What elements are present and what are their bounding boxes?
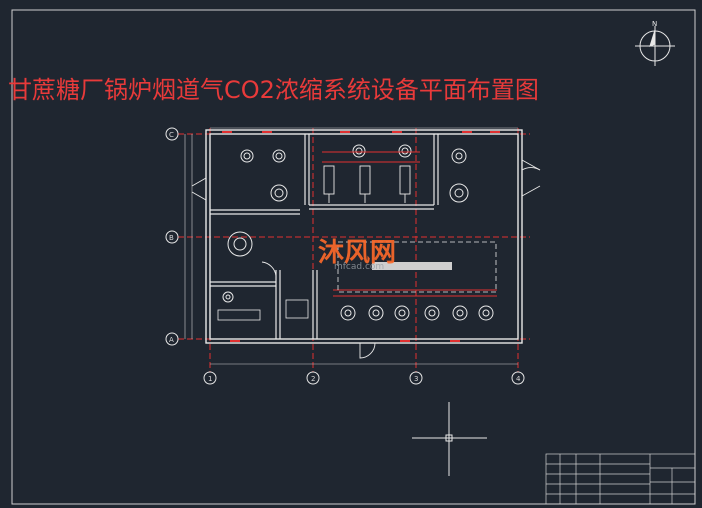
axis-label-2: 2 bbox=[311, 375, 315, 383]
exterior-walls bbox=[205, 129, 523, 344]
watermark-logo-text: 沐风网 bbox=[318, 238, 397, 268]
compass-north-label: N bbox=[652, 20, 657, 28]
drawing-title: 甘蔗糖厂锅炉烟道气CO2浓缩系统设备平面布置图 bbox=[8, 76, 539, 104]
row-axis-bubbles bbox=[165, 127, 179, 346]
interior-walls bbox=[210, 134, 439, 339]
watermark-url: mfcad.com bbox=[334, 262, 385, 272]
dimension-lines bbox=[184, 127, 518, 365]
axis-label-a: A bbox=[169, 336, 174, 344]
equipment-tanks bbox=[222, 144, 469, 303]
doors bbox=[191, 159, 541, 359]
process-pipes bbox=[322, 151, 497, 297]
axis-label-3: 3 bbox=[414, 375, 418, 383]
drawing-frame bbox=[11, 9, 696, 505]
storage-tank-label-box bbox=[372, 262, 452, 270]
axis-label-4: 4 bbox=[516, 375, 521, 383]
room-fixtures bbox=[217, 299, 309, 321]
ucs-crosshair bbox=[412, 402, 487, 476]
axis-label-b: B bbox=[169, 234, 174, 242]
axis-label-1: 1 bbox=[208, 375, 212, 383]
title-block bbox=[545, 453, 696, 505]
compass-icon bbox=[635, 26, 675, 66]
vessel-row bbox=[340, 305, 494, 321]
col-axis-bubbles bbox=[203, 371, 525, 385]
wall-windows bbox=[222, 131, 500, 342]
axis-label-c: C bbox=[169, 131, 174, 139]
compressors bbox=[323, 165, 411, 203]
